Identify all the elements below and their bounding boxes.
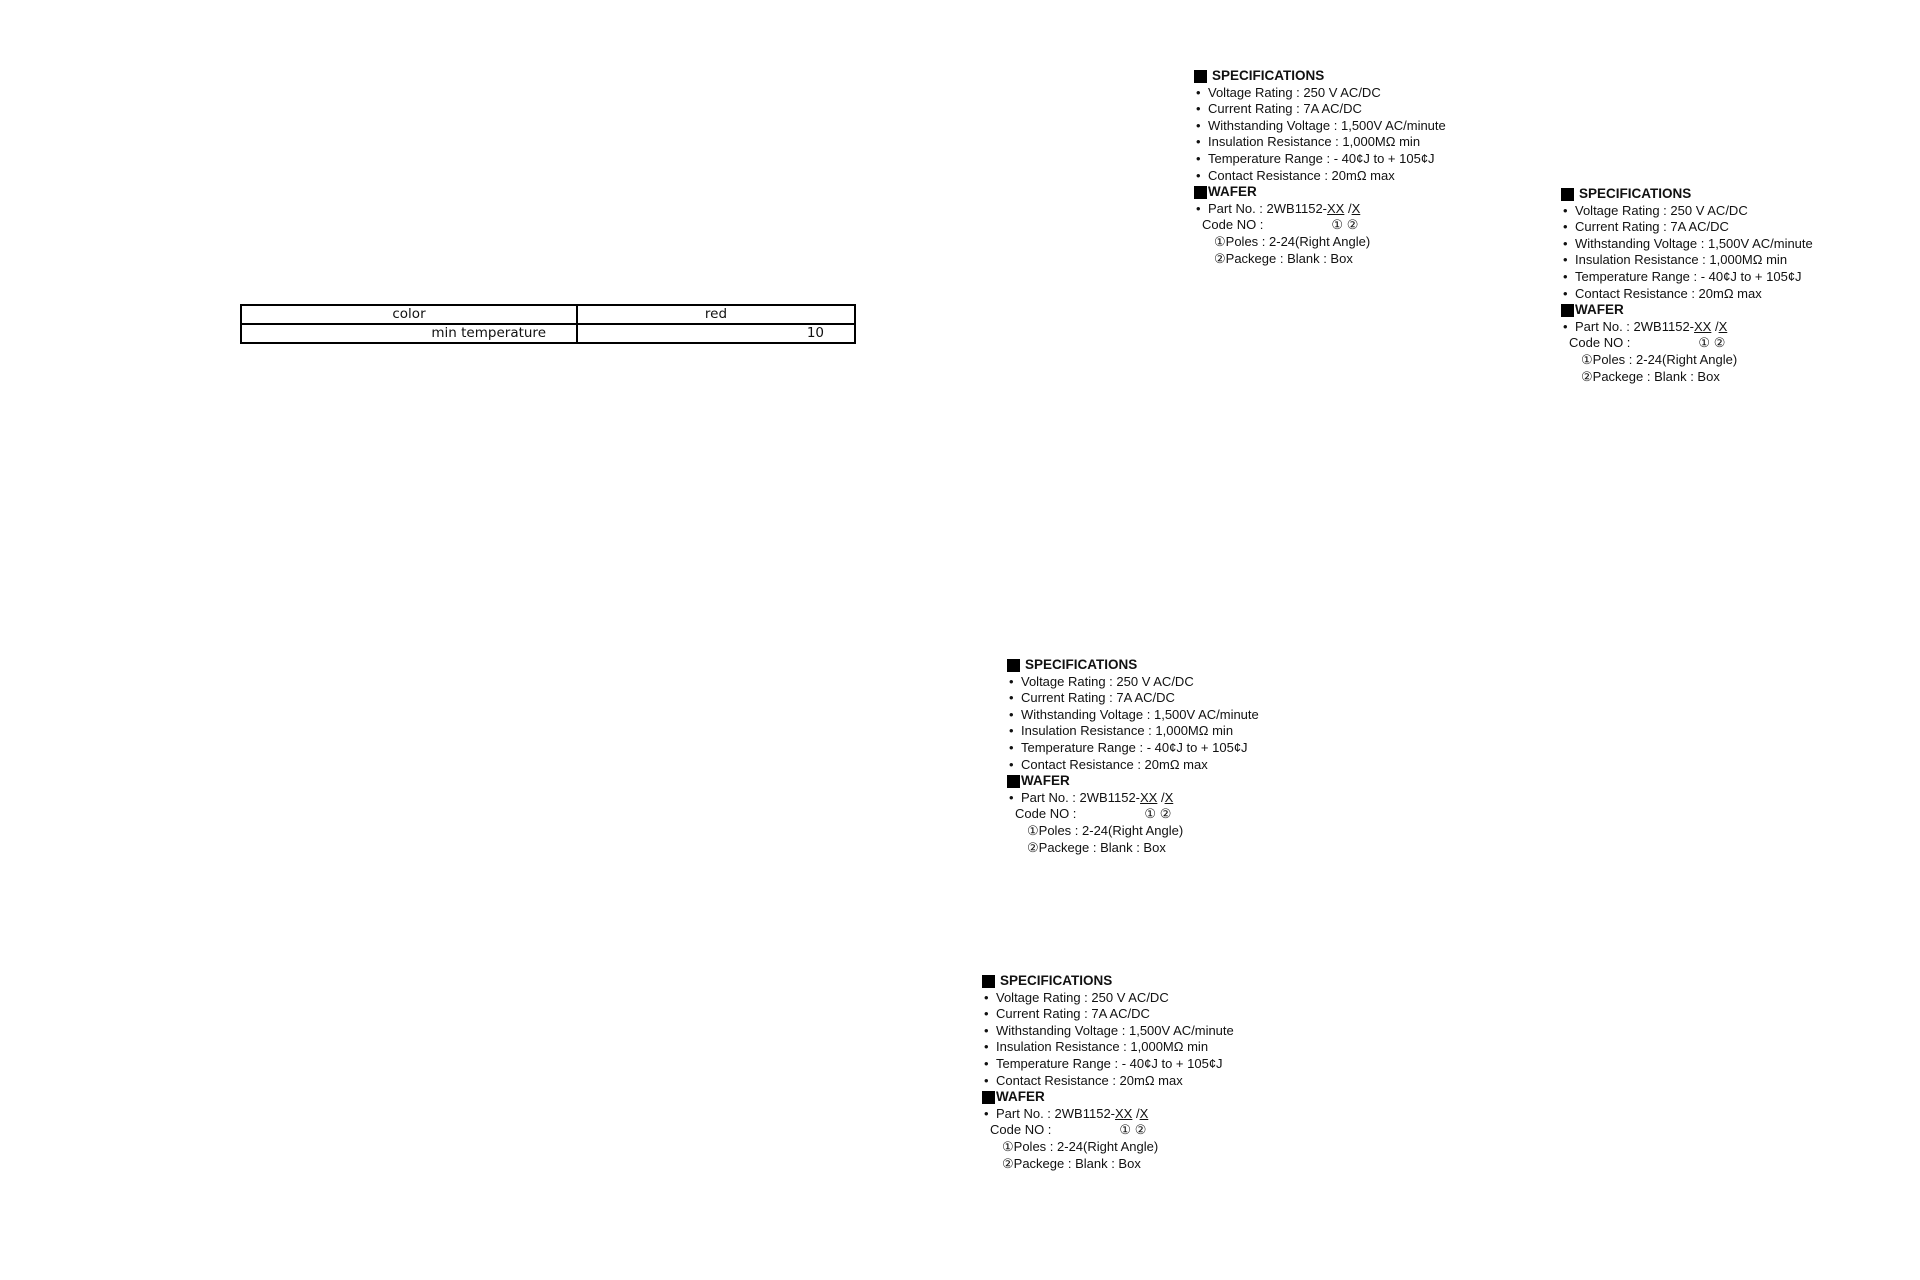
table-row: color red — [240, 304, 856, 325]
spec-item: Withstanding Voltage : 1,500V AC/minute — [1561, 236, 1861, 253]
spec-item: Current Rating : 7A AC/DC — [982, 1006, 1282, 1023]
square-bullet-icon — [1561, 187, 1574, 201]
spec-list: Voltage Rating : 250 V AC/DC Current Rat… — [1561, 203, 1861, 303]
wafer-heading: WAFER — [982, 1089, 1282, 1106]
spec-item: Temperature Range : - 40¢J to + 105¢J — [1007, 740, 1307, 757]
spec-item: Current Rating : 7A AC/DC — [1007, 690, 1307, 707]
spec-item: Withstanding Voltage : 1,500V AC/minute — [982, 1023, 1282, 1040]
spec-item: Withstanding Voltage : 1,500V AC/minute — [1007, 707, 1307, 724]
package-line: ②Packege : Blank : Box — [1581, 368, 1720, 384]
part-number: Part No. : 2WB1152-XX /X — [1561, 319, 1861, 336]
spec-item: Temperature Range : - 40¢J to + 105¢J — [1194, 151, 1494, 168]
table-cell-label: min temperature — [240, 323, 578, 344]
package-line: ②Packege : Blank : Box — [1027, 839, 1166, 855]
square-bullet-icon — [982, 1090, 995, 1104]
code-no: Code NO :① ② — [990, 1122, 1147, 1138]
spec-item: Contact Resistance : 20mΩ max — [982, 1073, 1282, 1090]
attribute-table: color red min temperature 10 — [240, 304, 856, 344]
spec-list: Voltage Rating : 250 V AC/DC Current Rat… — [1007, 674, 1307, 774]
specifications-heading: SPECIFICATIONS — [1007, 657, 1307, 674]
spec-item: Contact Resistance : 20mΩ max — [1007, 757, 1307, 774]
spec-item: Voltage Rating : 250 V AC/DC — [1194, 85, 1494, 102]
spec-item: Insulation Resistance : 1,000MΩ min — [1007, 723, 1307, 740]
spec-item: Withstanding Voltage : 1,500V AC/minute — [1194, 118, 1494, 135]
square-bullet-icon — [1561, 303, 1574, 317]
wafer-heading: WAFER — [1561, 302, 1861, 319]
poles-line: ①Poles : 2-24(Right Angle) — [1581, 351, 1738, 367]
code-no: Code NO :① ② — [1569, 335, 1726, 351]
spec-image: SPECIFICATIONS Voltage Rating : 250 V AC… — [1007, 657, 1307, 867]
spec-item: Voltage Rating : 250 V AC/DC — [1007, 674, 1307, 691]
spec-item: Contact Resistance : 20mΩ max — [1194, 168, 1494, 185]
spec-item: Contact Resistance : 20mΩ max — [1561, 286, 1861, 303]
spec-item: Temperature Range : - 40¢J to + 105¢J — [1561, 269, 1861, 286]
spec-item: Temperature Range : - 40¢J to + 105¢J — [982, 1056, 1282, 1073]
specifications-heading: SPECIFICATIONS — [1561, 186, 1861, 203]
specifications-heading: SPECIFICATIONS — [1194, 68, 1494, 85]
code-no: Code NO :① ② — [1015, 806, 1172, 822]
poles-line: ①Poles : 2-24(Right Angle) — [1002, 1138, 1159, 1154]
package-line: ②Packege : Blank : Box — [1002, 1155, 1141, 1171]
code-no: Code NO :① ② — [1202, 217, 1359, 233]
poles-line: ①Poles : 2-24(Right Angle) — [1214, 233, 1371, 249]
table-cell-label: color — [240, 304, 578, 325]
spec-item: Insulation Resistance : 1,000MΩ min — [1561, 252, 1861, 269]
square-bullet-icon — [1007, 774, 1020, 788]
spec-item: Current Rating : 7A AC/DC — [1561, 219, 1861, 236]
spec-item: Voltage Rating : 250 V AC/DC — [1561, 203, 1861, 220]
square-bullet-icon — [1194, 185, 1207, 199]
table-cell-value: 10 — [576, 323, 856, 344]
spec-image: SPECIFICATIONS Voltage Rating : 250 V AC… — [1561, 186, 1861, 396]
square-bullet-icon — [1194, 69, 1207, 83]
part-number: Part No. : 2WB1152-XX /X — [982, 1106, 1282, 1123]
poles-line: ①Poles : 2-24(Right Angle) — [1027, 822, 1184, 838]
table-cell-value: red — [576, 304, 856, 325]
spec-image: SPECIFICATIONS Voltage Rating : 250 V AC… — [1194, 68, 1494, 278]
spec-item: Voltage Rating : 250 V AC/DC — [982, 990, 1282, 1007]
square-bullet-icon — [982, 974, 995, 988]
wafer-heading: WAFER — [1194, 184, 1494, 201]
package-line: ②Packege : Blank : Box — [1214, 250, 1353, 266]
spec-item: Insulation Resistance : 1,000MΩ min — [1194, 134, 1494, 151]
part-number: Part No. : 2WB1152-XX /X — [1007, 790, 1307, 807]
spec-item: Insulation Resistance : 1,000MΩ min — [982, 1039, 1282, 1056]
wafer-heading: WAFER — [1007, 773, 1307, 790]
part-number: Part No. : 2WB1152-XX /X — [1194, 201, 1494, 218]
table-row: min temperature 10 — [240, 323, 856, 344]
specifications-heading: SPECIFICATIONS — [982, 973, 1282, 990]
spec-list: Voltage Rating : 250 V AC/DC Current Rat… — [982, 990, 1282, 1090]
square-bullet-icon — [1007, 658, 1020, 672]
spec-list: Voltage Rating : 250 V AC/DC Current Rat… — [1194, 85, 1494, 185]
spec-image: SPECIFICATIONS Voltage Rating : 250 V AC… — [982, 973, 1282, 1183]
spec-item: Current Rating : 7A AC/DC — [1194, 101, 1494, 118]
